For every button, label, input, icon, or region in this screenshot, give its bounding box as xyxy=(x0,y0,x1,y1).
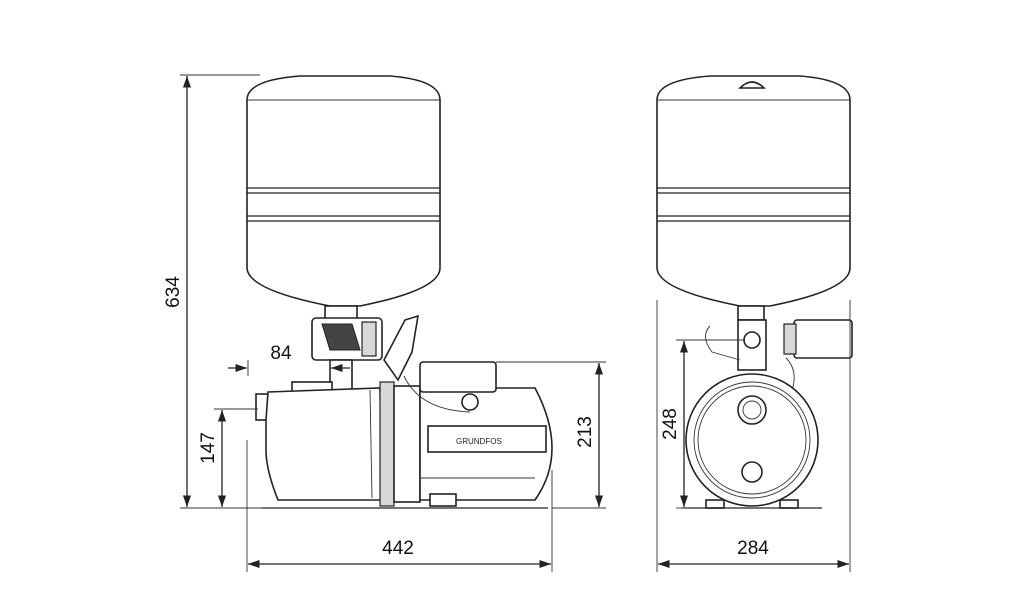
dimension-length: 442 xyxy=(246,440,553,572)
pump-front-face xyxy=(685,373,819,509)
motor: GRUNDFOS xyxy=(403,361,553,507)
dimension-outlet-offset: 84 xyxy=(228,343,350,376)
dimension-pump-height: 213 xyxy=(496,361,606,509)
side-view xyxy=(656,75,853,509)
brand-label: GRUNDFOS xyxy=(456,437,502,446)
dim-634-label: 634 xyxy=(163,276,184,308)
dimension-inlet-height: 147 xyxy=(198,408,258,507)
pressure-tank-side xyxy=(656,75,851,321)
dim-147-label: 147 xyxy=(198,432,219,464)
dimension-total-height: 634 xyxy=(163,74,262,509)
dim-284-label: 284 xyxy=(737,538,769,559)
dimension-side-height: 248 xyxy=(660,339,745,509)
dimension-side-width: 284 xyxy=(656,300,851,572)
dim-213-label: 213 xyxy=(575,416,596,448)
dim-442-label: 442 xyxy=(382,538,414,559)
pump-housing xyxy=(255,381,421,507)
dim-84-label: 84 xyxy=(270,343,292,364)
pressure-tank-front xyxy=(246,75,441,321)
pressure-switch xyxy=(311,314,420,382)
side-fittings xyxy=(705,319,853,397)
dim-248-label: 248 xyxy=(660,408,681,440)
front-view: GRUNDFOS xyxy=(246,75,553,509)
